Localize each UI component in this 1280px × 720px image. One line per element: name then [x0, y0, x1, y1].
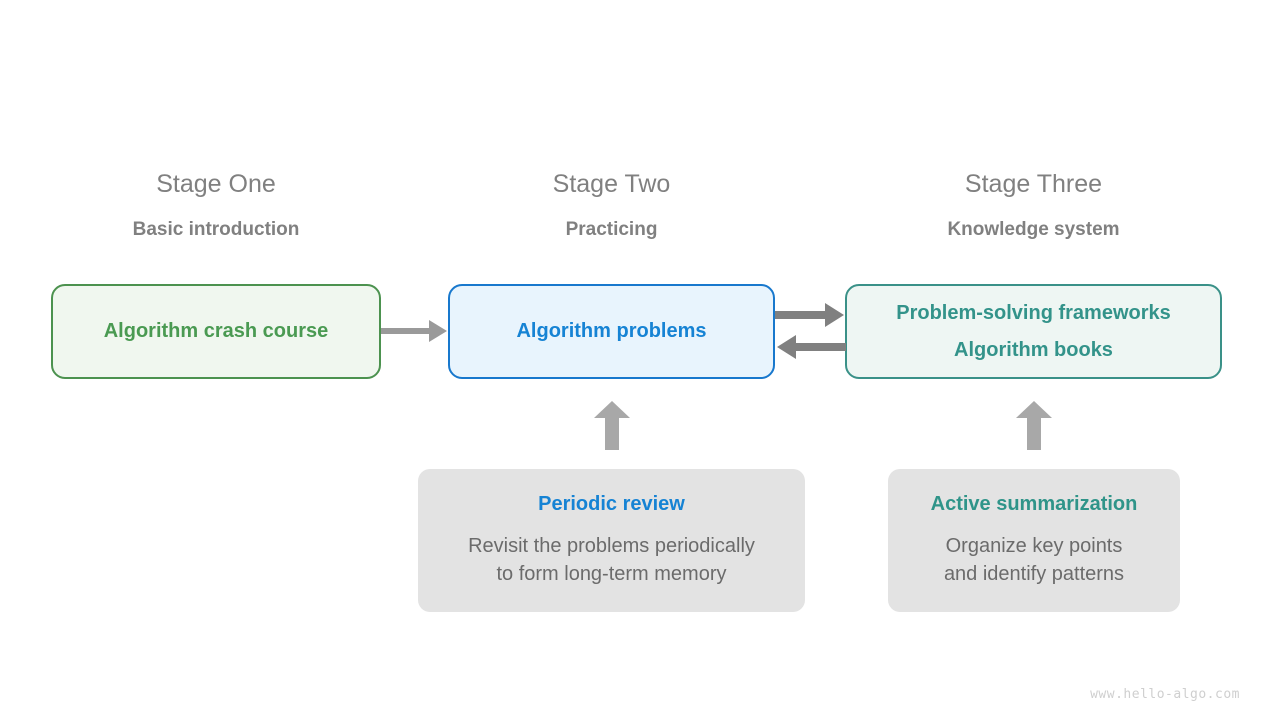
- stage-two-subtitle: Practicing: [565, 219, 658, 240]
- arrow-periodic-review-up-icon: [594, 401, 630, 450]
- arrow-stage-three-to-two-icon: [777, 335, 846, 359]
- support-box-description: Organize key points and identify pattern…: [944, 532, 1124, 589]
- stage-box-knowledge-system[interactable]: Problem-solving frameworks Algorithm boo…: [845, 284, 1222, 379]
- support-box-description: Revisit the problems periodically to for…: [468, 532, 755, 589]
- support-box-title: Active summarization: [930, 492, 1138, 515]
- support-desc-line: Revisit the problems periodically: [468, 534, 755, 557]
- support-box-periodic-review[interactable]: Periodic review Revisit the problems per…: [418, 469, 805, 612]
- stage-box-algorithm-problems[interactable]: Algorithm problems: [448, 284, 775, 379]
- stage-box-line: Algorithm problems: [516, 320, 707, 342]
- support-desc-line: to form long-term memory: [496, 563, 727, 585]
- arrow-stage-two-to-three-icon: [775, 303, 844, 327]
- stage-header-two: Stage Two Practicing: [448, 170, 775, 240]
- stage-one-title: Stage One: [156, 170, 276, 198]
- support-desc-line: and identify patterns: [943, 563, 1125, 585]
- stage-box-line: Algorithm books: [954, 338, 1113, 361]
- stage-box-line: Algorithm crash course: [103, 320, 329, 342]
- watermark: www.hello-algo.com: [1090, 687, 1240, 702]
- arrow-stage-one-to-two-icon: [381, 320, 447, 342]
- stage-header-one: Stage One Basic introduction: [51, 170, 381, 240]
- stage-two-title: Stage Two: [552, 170, 671, 198]
- stage-box-line: Problem-solving frameworks: [896, 301, 1171, 324]
- stage-three-title: Stage Three: [964, 170, 1103, 198]
- support-desc-line: Organize key points: [945, 534, 1123, 557]
- arrow-active-summarization-up-icon: [1016, 401, 1052, 450]
- support-box-title: Periodic review: [538, 492, 685, 515]
- stage-one-subtitle: Basic introduction: [132, 219, 300, 240]
- support-box-active-summarization[interactable]: Active summarization Organize key points…: [888, 469, 1180, 612]
- stage-header-three: Stage Three Knowledge system: [845, 170, 1222, 240]
- stage-box-algorithm-crash-course[interactable]: Algorithm crash course: [51, 284, 381, 379]
- stage-three-subtitle: Knowledge system: [947, 219, 1120, 240]
